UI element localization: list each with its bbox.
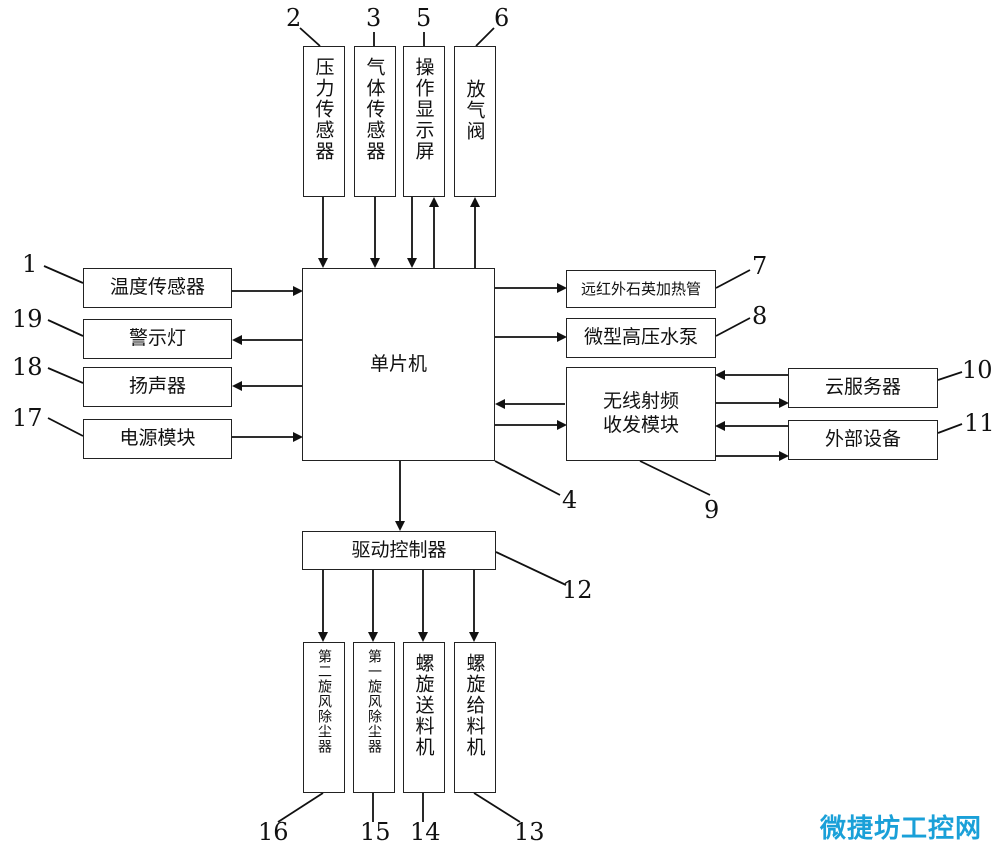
ref-number-4: 4 xyxy=(562,486,578,514)
micro-hp-pump-label: 微型高压水泵 xyxy=(583,326,698,349)
ref-number-6: 6 xyxy=(494,4,510,32)
gas-sensor-label: 气体传感器 xyxy=(363,57,386,162)
screw-conveyor-box: 螺旋送料机 xyxy=(403,642,445,793)
external-device-label: 外部设备 xyxy=(824,428,901,451)
speaker-box: 扬声器 xyxy=(83,367,232,407)
temp-sensor-box: 温度传感器 xyxy=(83,268,232,308)
mcu-box: 单片机 xyxy=(302,268,495,461)
leader-8 xyxy=(715,317,751,337)
operation-display-label: 操作显示屏 xyxy=(412,57,435,162)
leader-10 xyxy=(937,371,963,381)
cloud-server-box: 云服务器 xyxy=(788,368,938,408)
ref-number-2: 2 xyxy=(286,4,302,32)
operation-display-box: 操作显示屏 xyxy=(403,46,445,197)
pressure-sensor-box: 压力传感器 xyxy=(303,46,345,197)
leader-13 xyxy=(473,792,521,823)
wireless-module-box: 无线射频 收发模块 xyxy=(566,367,716,461)
ref-number-15: 15 xyxy=(360,818,391,846)
cloud-server-label: 云服务器 xyxy=(824,376,901,399)
ref-number-3: 3 xyxy=(366,4,382,32)
warning-light-box: 警示灯 xyxy=(83,319,232,359)
screw-feeder-label: 螺旋给料机 xyxy=(463,653,486,758)
driver-controller-label: 驱动控制器 xyxy=(351,538,447,561)
screw-feeder-box: 螺旋给料机 xyxy=(454,642,496,793)
leader-11 xyxy=(937,423,963,434)
vent-valve-label: 放气阀 xyxy=(463,79,486,142)
leader-1 xyxy=(43,265,84,284)
leader-9 xyxy=(639,460,711,496)
ref-number-11: 11 xyxy=(964,409,995,437)
watermark-logo: 微捷坊工控网 xyxy=(820,814,983,844)
ref-number-19: 19 xyxy=(12,305,43,333)
ref-number-18: 18 xyxy=(12,353,43,381)
leader-6 xyxy=(475,27,495,47)
ref-number-10: 10 xyxy=(962,356,993,384)
ref-number-16: 16 xyxy=(258,818,289,846)
ref-number-14: 14 xyxy=(410,818,441,846)
ref-number-9: 9 xyxy=(704,496,720,524)
ir-quartz-heater-label: 远红外石英加热管 xyxy=(580,279,701,298)
micro-hp-pump-box: 微型高压水泵 xyxy=(566,318,716,358)
screw-conveyor-label: 螺旋送料机 xyxy=(412,653,435,758)
ref-number-8: 8 xyxy=(752,302,768,330)
vent-valve-box: 放气阀 xyxy=(454,46,496,197)
pressure-sensor-label: 压力传感器 xyxy=(312,57,335,162)
leader-12 xyxy=(495,551,567,586)
second-cyclone-box: 第二旋风除尘器 xyxy=(303,642,345,793)
leader-4 xyxy=(494,460,561,496)
first-cyclone-box: 第一旋风除尘器 xyxy=(353,642,395,793)
leader-19 xyxy=(47,319,84,337)
gas-sensor-box: 气体传感器 xyxy=(354,46,396,197)
ref-number-5: 5 xyxy=(416,4,432,32)
external-device-box: 外部设备 xyxy=(788,420,938,460)
power-module-box: 电源模块 xyxy=(83,419,232,459)
first-cyclone-label: 第一旋风除尘器 xyxy=(366,649,382,754)
ref-number-7: 7 xyxy=(752,252,768,280)
ref-number-13: 13 xyxy=(514,818,545,846)
ref-number-1: 1 xyxy=(22,250,38,278)
power-module-label: 电源模块 xyxy=(119,427,196,450)
leader-17 xyxy=(47,417,84,437)
leader-16 xyxy=(277,792,324,823)
speaker-label: 扬声器 xyxy=(128,375,186,398)
second-cyclone-label: 第二旋风除尘器 xyxy=(316,649,332,754)
driver-controller-box: 驱动控制器 xyxy=(302,531,496,570)
wireless-module-label: 无线射频 收发模块 xyxy=(602,390,679,436)
ref-number-12: 12 xyxy=(562,576,593,604)
warning-light-label: 警示灯 xyxy=(128,327,186,350)
mcu-label: 单片机 xyxy=(369,352,427,375)
leader-2 xyxy=(299,27,321,47)
ref-number-17: 17 xyxy=(12,404,43,432)
temp-sensor-label: 温度传感器 xyxy=(109,276,205,299)
leader-7 xyxy=(715,269,751,289)
ir-quartz-heater-box: 远红外石英加热管 xyxy=(566,270,716,308)
leader-18 xyxy=(47,367,84,384)
